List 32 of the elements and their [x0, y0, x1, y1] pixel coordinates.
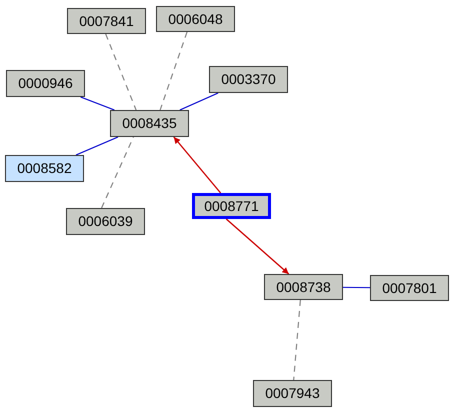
dashed-connector [101, 136, 134, 208]
node-box [156, 6, 235, 32]
arrow [226, 218, 290, 274]
node-box [264, 274, 343, 300]
node-label: 0007943 [265, 384, 320, 403]
node-box [5, 155, 84, 182]
node-box [370, 275, 449, 301]
dashed-connector [105, 34, 137, 110]
connector-line [180, 92, 218, 110]
node-label: 0007841 [79, 12, 134, 30]
node-label: 0007801 [382, 278, 437, 298]
dashed-connector [293, 300, 301, 380]
node-box [192, 193, 271, 219]
node-label: 0008435 [122, 114, 177, 133]
node-label: 0008771 [204, 196, 259, 216]
connector-line [76, 136, 118, 156]
node-label: 0003370 [221, 70, 276, 89]
node-box [6, 70, 85, 97]
node-box [110, 110, 189, 137]
node-label: 0000946 [18, 74, 73, 93]
connector-line [80, 96, 115, 111]
node-box [253, 380, 332, 407]
node-label: 0006048 [168, 10, 223, 28]
node-box [209, 66, 288, 93]
node-label: 0008582 [17, 159, 72, 178]
connector-line [343, 286, 370, 288]
dashed-connector [160, 32, 188, 110]
node-label: 0008738 [276, 278, 331, 296]
node-label: 0006039 [78, 212, 133, 231]
node-box [67, 8, 146, 34]
node-box [66, 208, 145, 235]
arrow [173, 136, 222, 194]
